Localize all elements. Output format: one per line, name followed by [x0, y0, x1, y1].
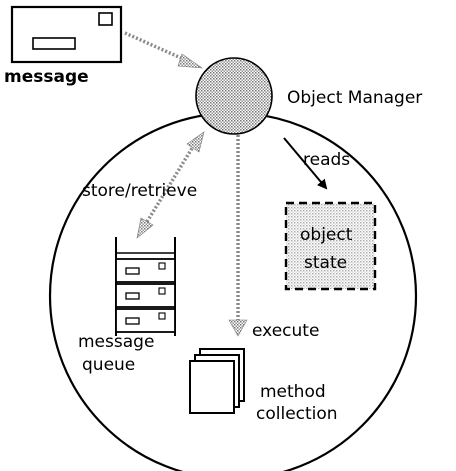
- message-queue-label-line1: message: [78, 332, 154, 352]
- object-state-label-line2: state: [304, 253, 347, 273]
- message-queue-icon: [115, 237, 176, 336]
- object-manager-label: Object Manager: [287, 88, 422, 108]
- method-collection-icon: [189, 348, 245, 414]
- store-retrieve-label: store/retrieve: [82, 181, 197, 201]
- store-retrieve-arrow: [136, 131, 205, 239]
- execute-label: execute: [252, 321, 319, 341]
- object-boundary-circle: [48, 111, 418, 471]
- message-label: message: [4, 67, 89, 87]
- method-collection-label-line1: method: [260, 382, 326, 402]
- reads-arrow: [283, 137, 328, 190]
- message-to-manager-arrow: [124, 31, 204, 69]
- execute-arrow: [228, 135, 248, 337]
- reads-label: reads: [303, 150, 350, 170]
- object-state-label-line1: object: [300, 225, 353, 245]
- message-envelope-icon: [10, 5, 123, 64]
- object-state-box: [284, 201, 377, 291]
- object-manager-node: [195, 57, 273, 135]
- method-collection-label-line2: collection: [256, 404, 338, 424]
- message-queue-label-line2: queue: [82, 355, 135, 375]
